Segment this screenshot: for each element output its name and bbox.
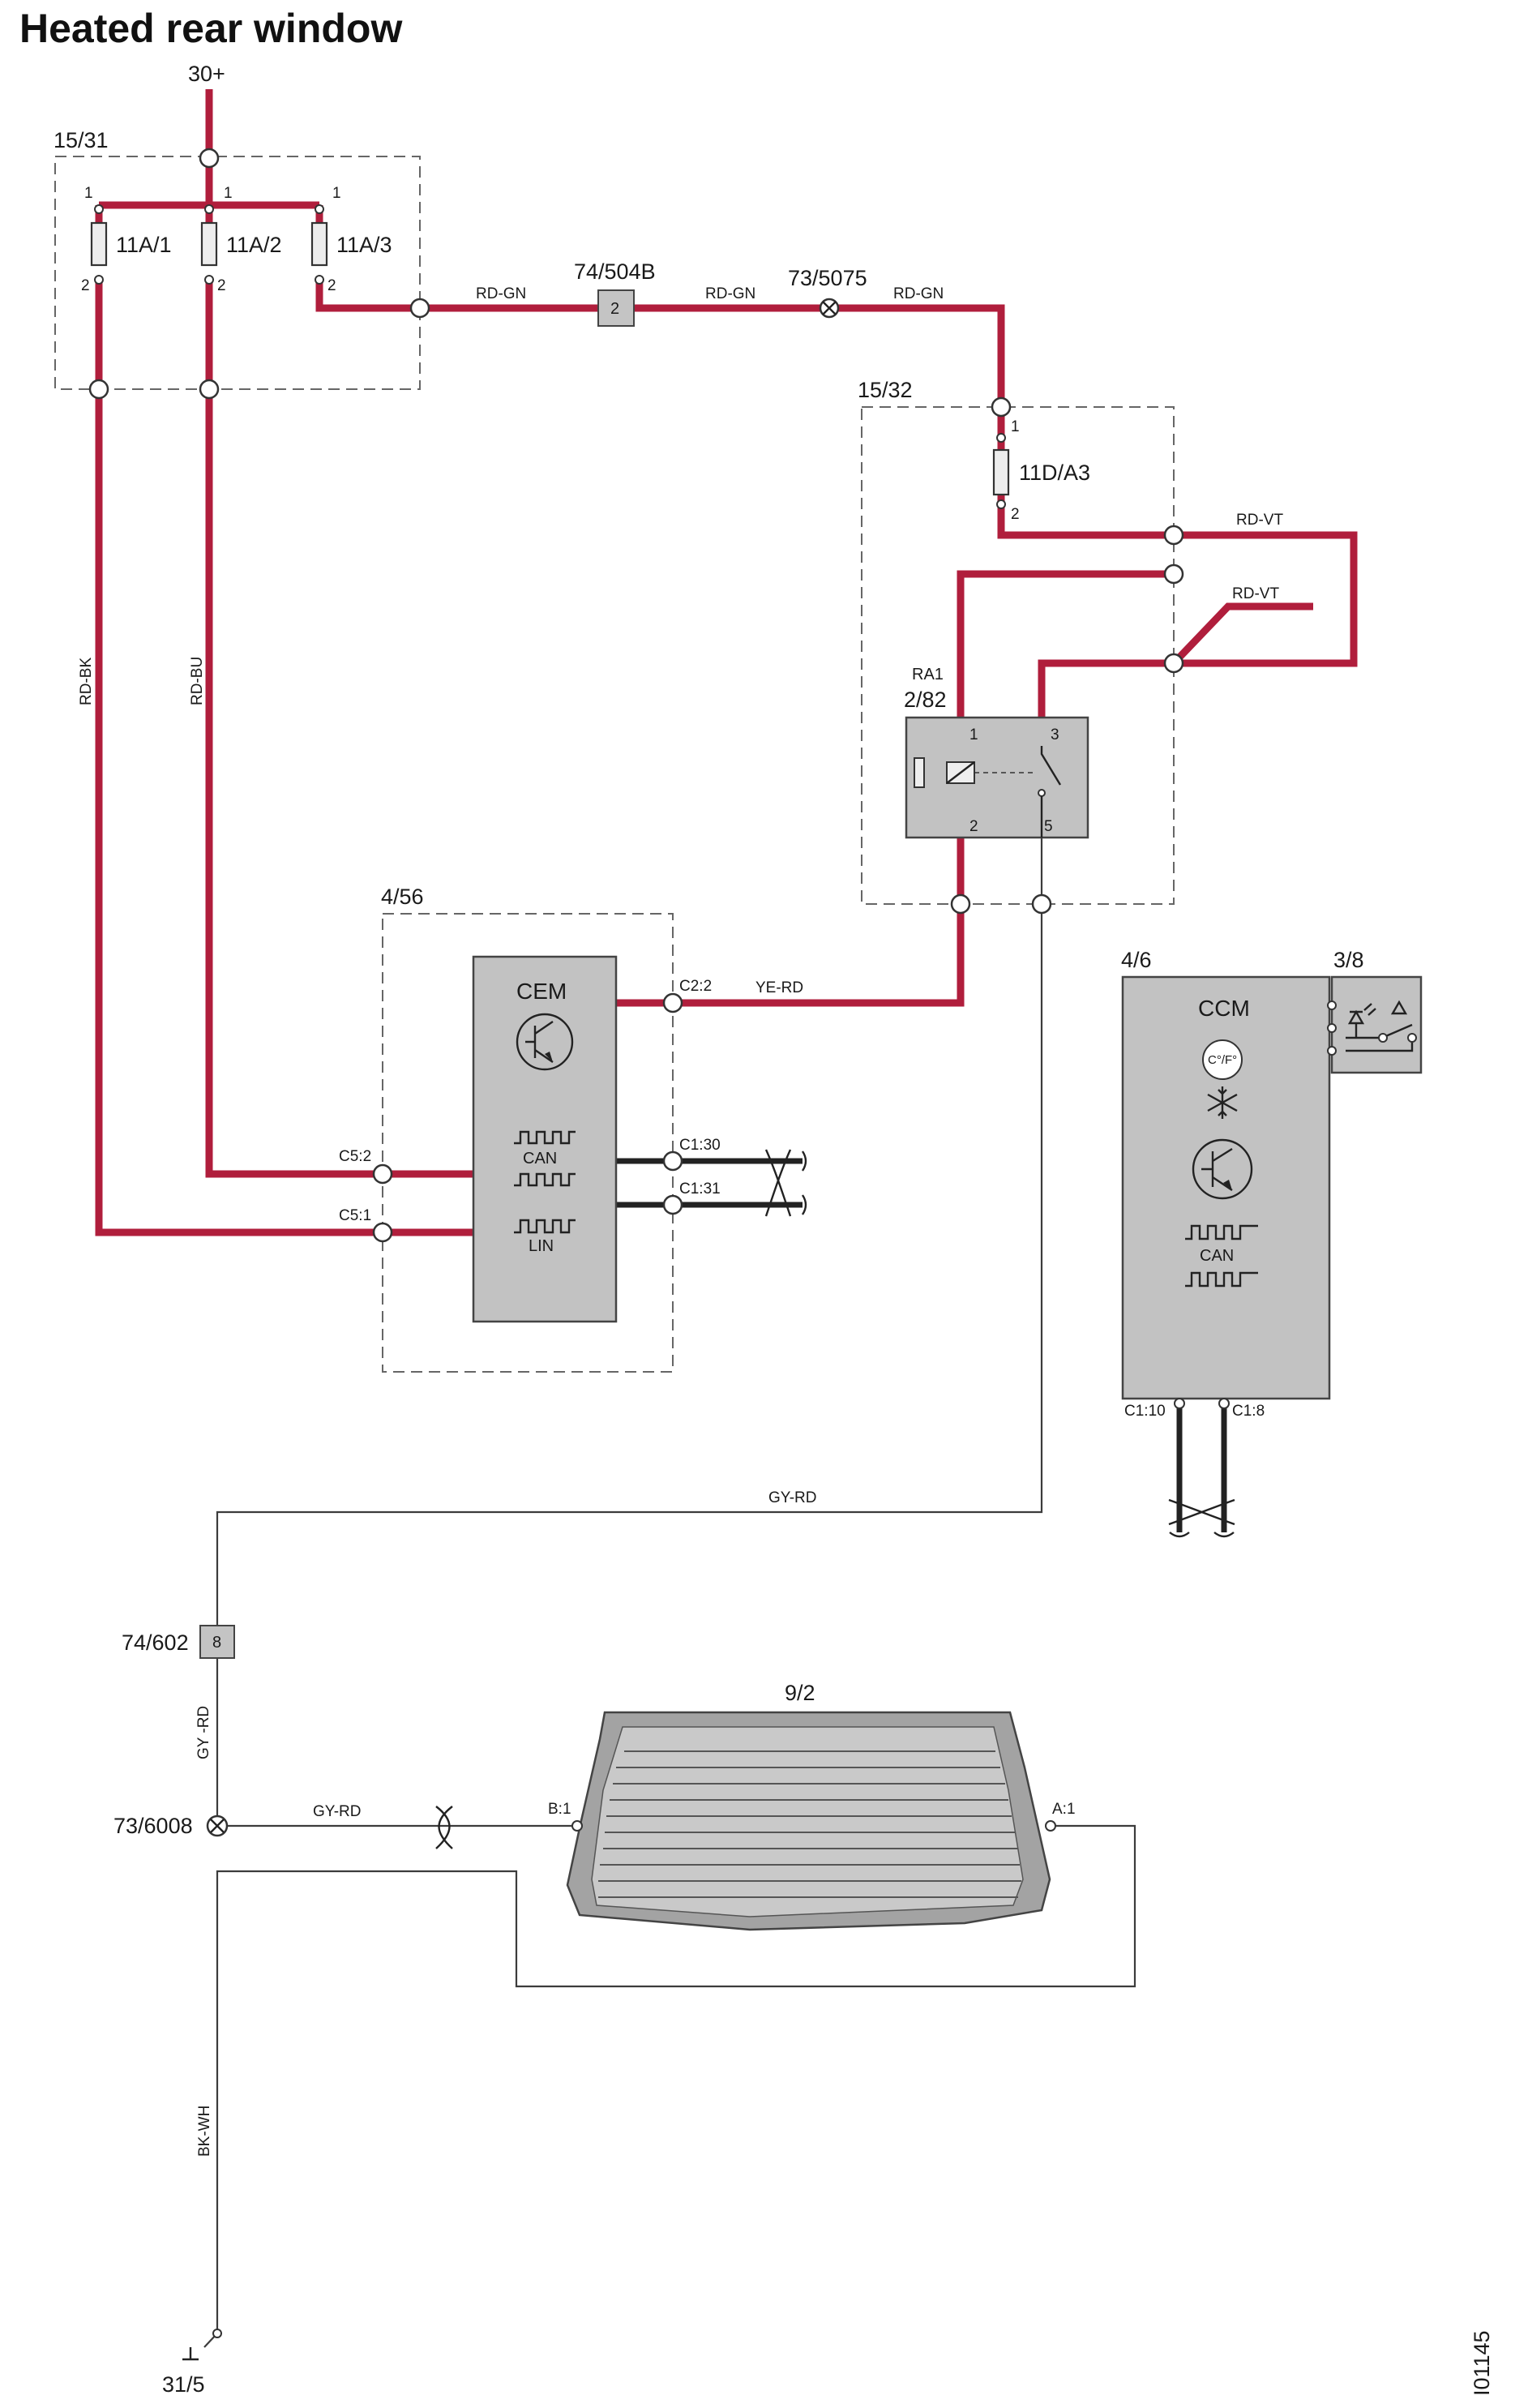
control-panel-3-8 <box>1327 975 1423 1074</box>
can-waveform-icon <box>514 1130 576 1187</box>
connector-74-602-label: 74/602 <box>122 1630 189 1655</box>
lin-waveform-icon <box>514 1219 576 1234</box>
fuse-11a-2-pin-top: 1 <box>224 185 233 202</box>
wire-rd-vt-label-1: RD-VT <box>1236 512 1283 529</box>
relay-pin-1: 1 <box>969 726 978 743</box>
wire-rd-bu-label: RD-BU <box>189 657 206 705</box>
cem-lin-label: LIN <box>529 1237 554 1255</box>
cem-pin-c5-2: C5:2 <box>339 1148 371 1165</box>
fuse-box-15-31-frame <box>54 156 421 390</box>
transistor-icon <box>516 1013 574 1071</box>
snowflake-icon <box>1207 1086 1238 1119</box>
wire-bk-wh-label: BK-WH <box>196 2106 213 2157</box>
cem-module <box>472 955 618 1323</box>
connector-74-602 <box>199 1625 235 1659</box>
page-title: Heated rear window <box>19 6 403 51</box>
rear-window-9-2 <box>566 1711 1056 1931</box>
thin-wires <box>203 799 1136 2348</box>
can-waveform-icon <box>1185 1224 1258 1288</box>
fuse-11a-1 <box>90 204 108 285</box>
wire-rd-gn-label-1: RD-GN <box>476 285 526 302</box>
wire-gy-rd-vertical-label: GY -RD <box>195 1706 212 1759</box>
connector-74-504b-pin: 2 <box>610 300 619 318</box>
wire-gy-rd-label-2: GY-RD <box>313 1803 361 1820</box>
connector-74-504b-label: 74/504B <box>574 259 656 284</box>
fuse-11a-2-pin-bottom: 2 <box>217 277 226 294</box>
relay-ra1 <box>905 716 1089 839</box>
relay-id: 2/82 <box>904 688 947 712</box>
fuse-11d-a3-pin-bottom: 2 <box>1011 506 1020 523</box>
connection-nodes <box>88 148 1184 1243</box>
connector-74-504b <box>597 289 635 327</box>
control-panel-id: 3/8 <box>1333 948 1364 972</box>
cem-can-label: CAN <box>523 1150 557 1168</box>
fuse-11d-a3-pin-top: 1 <box>1011 418 1020 435</box>
splice-73-6008-icon <box>206 1815 229 1837</box>
ccm-id: 4/6 <box>1121 948 1152 972</box>
fuse-11a-2-label: 11A/2 <box>226 233 282 257</box>
fuse-11a-3-label: 11A/3 <box>336 233 392 257</box>
fuse-11d-a3-label: 11D/A3 <box>1019 461 1090 485</box>
wire-gy-rd-label-1: GY-RD <box>768 1489 816 1506</box>
ccm-name: CCM <box>1198 996 1250 1021</box>
ground-31-5 <box>182 2329 222 2361</box>
ccm-can-label: CAN <box>1200 1247 1234 1265</box>
cem-pin-c2-2: C2:2 <box>679 978 712 995</box>
fuse-11a-3-pin-bottom: 2 <box>327 277 336 294</box>
rear-window-pin-a1: A:1 <box>1052 1801 1076 1818</box>
ccm-can-bus <box>1168 1399 1235 1538</box>
fuse-11a-3 <box>310 204 328 285</box>
cem-frame-4-56 <box>382 913 674 1373</box>
relay-pin-3: 3 <box>1051 726 1059 743</box>
wire-rd-gn-label-3: RD-GN <box>893 285 944 302</box>
supply-label: 30+ <box>188 62 225 86</box>
ground-label: 31/5 <box>162 2372 205 2397</box>
red-wires <box>95 89 1358 1236</box>
warning-icon <box>1390 1000 1408 1015</box>
ccm-temp-label: C°/F° <box>1208 1053 1237 1067</box>
twist-marker-icon <box>435 1806 453 1849</box>
relay-pin-2: 2 <box>969 818 978 835</box>
cem-name: CEM <box>516 979 567 1004</box>
ccm-module <box>1121 975 1331 1409</box>
fuse-11a-1-pin-bottom: 2 <box>81 277 90 294</box>
relay-name: RA1 <box>912 666 944 683</box>
relay-box-15-32-label: 15/32 <box>858 378 913 402</box>
splice-73-5075-icon <box>819 298 840 319</box>
transistor-icon <box>1192 1138 1253 1200</box>
cem-frame-label: 4/56 <box>381 885 424 909</box>
rear-window-pin-b1: B:1 <box>548 1801 571 1818</box>
push-switch-icon <box>1346 1023 1417 1052</box>
splice-73-5075-label: 73/5075 <box>788 266 867 290</box>
cem-pin-c1-30: C1:30 <box>679 1137 721 1154</box>
fuse-11a-1-pin-top: 1 <box>84 185 93 202</box>
splice-73-6008-label: 73/6008 <box>113 1814 193 1838</box>
temperature-unit-icon <box>1202 1039 1243 1080</box>
wire-ye-rd-label: YE-RD <box>755 979 803 996</box>
relay-pin-5: 5 <box>1044 818 1053 835</box>
cem-pin-c5-1: C5:1 <box>339 1207 371 1224</box>
wire-rd-bk-label: RD-BK <box>78 658 95 705</box>
fuse-11a-1-label: 11A/1 <box>116 233 172 257</box>
led-icon <box>1347 1003 1376 1038</box>
fuse-11a-2 <box>200 204 218 285</box>
rear-window-id: 9/2 <box>785 1681 815 1705</box>
cem-pin-c1-31: C1:31 <box>679 1180 721 1198</box>
fuse-11d-a3 <box>992 433 1010 509</box>
wire-rd-vt-label-2: RD-VT <box>1232 585 1279 602</box>
fuse-11a-3-pin-top: 1 <box>332 185 341 202</box>
wire-rd-gn-label-2: RD-GN <box>705 285 755 302</box>
connector-74-602-pin: 8 <box>212 1634 221 1652</box>
document-id: I01145 <box>1470 2330 1494 2396</box>
ccm-pin-c1-8: C1:8 <box>1232 1403 1265 1420</box>
fuse-box-15-31-label: 15/31 <box>54 128 109 152</box>
cem-can-bus <box>616 1149 807 1217</box>
ccm-pin-c1-10: C1:10 <box>1124 1403 1166 1420</box>
